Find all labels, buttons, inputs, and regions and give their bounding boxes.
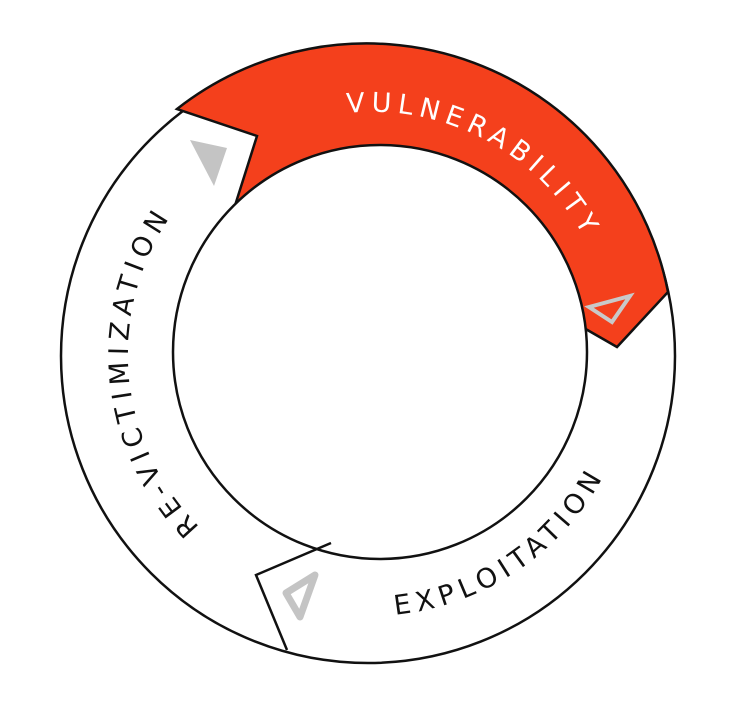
vulnerability-arrow-icon [584,292,635,325]
inner-circle [171,143,589,561]
revictimization-arrow-icon [190,140,227,186]
exploitation-arrow-icon [282,571,319,621]
exploitation-revictimization-divider [254,541,332,651]
